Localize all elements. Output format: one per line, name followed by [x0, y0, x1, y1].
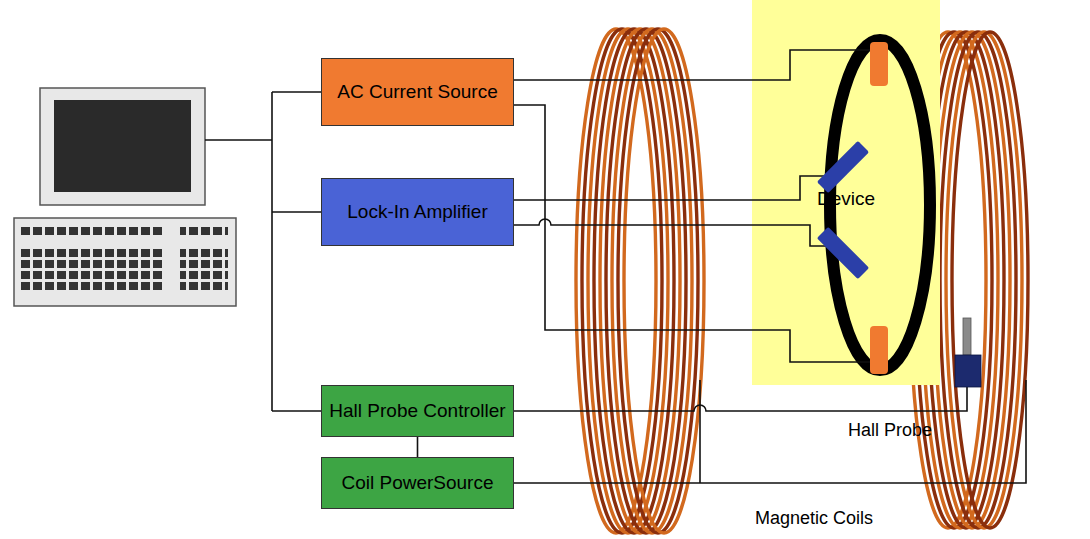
device-region: Device [752, 0, 940, 385]
box-label: Device [817, 188, 875, 210]
box-label: Hall Probe Controller [329, 400, 505, 422]
wire-connector [514, 80, 752, 330]
wire-connector [417, 437, 418, 457]
instrument-box: Lock-In Amplifier [321, 178, 514, 246]
box-label: Coil PowerSource [341, 472, 493, 494]
instrument-box: Coil PowerSource [321, 457, 514, 509]
box-label: AC Current Source [337, 81, 498, 103]
instrument-box: Hall Probe Controller [321, 385, 514, 437]
instrument-box: AC Current Source [321, 58, 514, 126]
box-label: Lock-In Amplifier [347, 201, 487, 223]
part-label: Magnetic Coils [755, 508, 873, 529]
part-label: Hall Probe [848, 420, 932, 441]
wire-connector [514, 200, 752, 225]
